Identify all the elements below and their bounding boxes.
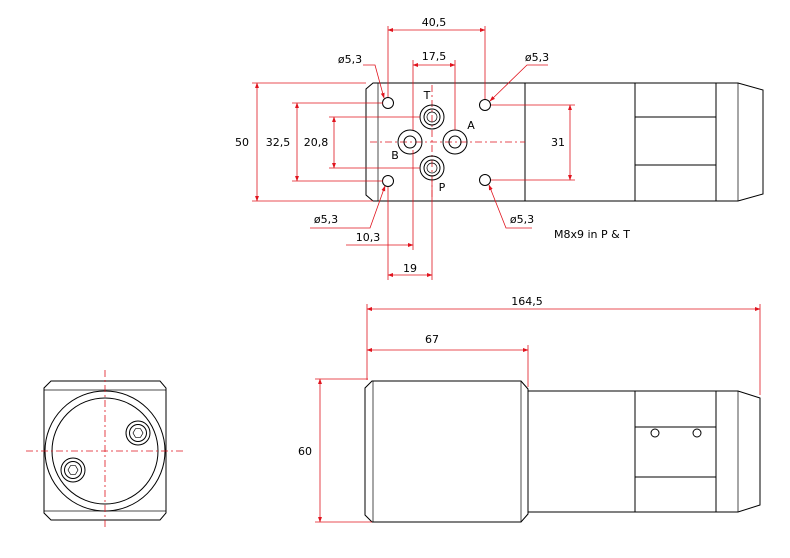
dim-label-17-5: 17,5 [422, 50, 447, 63]
side-view: 164,5 67 60 [298, 295, 761, 523]
port-label-t: T [423, 89, 431, 102]
ports [397, 104, 468, 181]
port-label-a: A [467, 119, 475, 132]
dim-label-67: 67 [425, 333, 439, 346]
dim-label-19: 19 [403, 262, 417, 275]
dim-label-40-5: 40,5 [422, 16, 447, 29]
top-view: 40,5 17,5 50 32,5 20,8 31 10,3 19 ø5,3 ø… [235, 16, 764, 280]
hole-label-top-left: ø5,3 [338, 53, 362, 66]
side-view-dimensions [315, 304, 761, 523]
top-view-dimensions [252, 26, 575, 280]
dim-label-32-5: 32,5 [266, 136, 291, 149]
mounting-hole-bottom-right [479, 174, 491, 186]
dim-label-164-5: 164,5 [511, 295, 543, 308]
mounting-hole-bottom-left [382, 175, 394, 187]
side-view-body-outline [364, 380, 761, 523]
end-view [26, 370, 184, 530]
hole-label-bottom-right: ø5,3 [510, 213, 534, 226]
port-b-ring [397, 129, 423, 155]
dim-label-31: 31 [551, 136, 565, 149]
dim-label-50: 50 [235, 136, 249, 149]
dim-label-60: 60 [298, 445, 312, 458]
side-view-labels: 164,5 67 60 [298, 295, 543, 458]
port-label-p: P [439, 181, 446, 194]
hole-label-bottom-left: ø5,3 [314, 213, 338, 226]
top-view-labels: 40,5 17,5 50 32,5 20,8 31 10,3 19 ø5,3 ø… [235, 16, 630, 275]
mounting-hole-top-right [479, 99, 491, 111]
port-label-b: B [391, 149, 399, 162]
hole-label-top-right: ø5,3 [525, 51, 549, 64]
dim-label-10-3: 10,3 [356, 231, 381, 244]
dim-label-20-8: 20,8 [304, 136, 329, 149]
hex-socket-screw-lower [60, 457, 86, 483]
hex-socket-screw-upper [125, 420, 151, 446]
mounting-hole-top-left [382, 97, 394, 109]
thread-note: M8x9 in P & T [554, 228, 630, 241]
port-p-ring [419, 155, 445, 181]
